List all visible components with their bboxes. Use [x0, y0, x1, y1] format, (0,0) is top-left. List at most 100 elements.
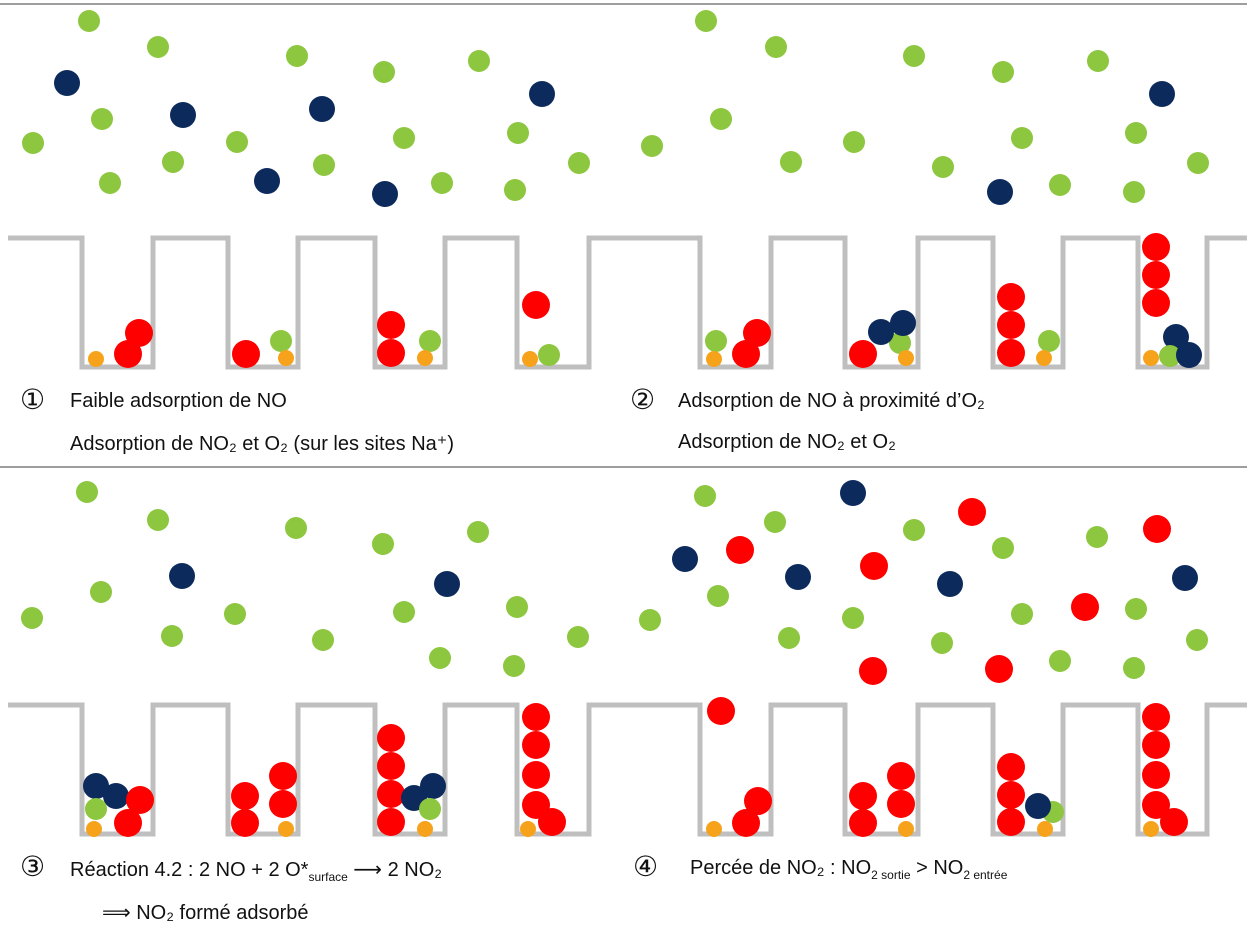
o2-molecule [467, 521, 489, 543]
panel-4-number: ④ [633, 851, 659, 882]
no2-molecule [377, 724, 405, 752]
no-molecule [840, 480, 866, 506]
na-site [417, 350, 433, 366]
na-site [898, 350, 914, 366]
no2-molecule [114, 809, 142, 837]
no2-molecule [743, 319, 771, 347]
no2-molecule [522, 703, 550, 731]
no2-molecule [860, 552, 888, 580]
o2-molecule [707, 585, 729, 607]
o2-molecule [1049, 174, 1071, 196]
panel-4-adsorbed [706, 703, 1188, 837]
na-site [278, 821, 294, 837]
na-site [1037, 821, 1053, 837]
reaction-prefix: Réaction 4.2 : 2 NO + 2 O* [70, 859, 309, 881]
no2-molecule [849, 340, 877, 368]
breakthrough-sub-in: 2 entrée [963, 868, 1008, 882]
no2-molecule [1142, 289, 1170, 317]
no2-molecule [997, 283, 1025, 311]
na-site [1143, 350, 1159, 366]
panel-2-caption-line2: Adsorption de NO₂ et O₂ [678, 431, 896, 453]
no2-molecule [726, 536, 754, 564]
no2-molecule [707, 697, 735, 725]
o2-molecule [992, 537, 1014, 559]
no-molecule [169, 563, 195, 589]
no2-molecule [1143, 515, 1171, 543]
o2-molecule [226, 131, 248, 153]
no-molecule [83, 773, 109, 799]
o2-molecule [224, 603, 246, 625]
o2-molecule [1187, 152, 1209, 174]
no-molecule [103, 783, 129, 809]
panel-3-caption-line2: ⟹ NO₂ formé adsorbé [102, 902, 309, 924]
na-site [520, 821, 536, 837]
panel-2-adsorbed [705, 233, 1202, 368]
o2-molecule [1125, 598, 1147, 620]
o2-molecule [705, 330, 727, 352]
no-molecule [434, 571, 460, 597]
no2-molecule [1142, 761, 1170, 789]
no2-molecule [997, 781, 1025, 809]
no2-molecule [377, 808, 405, 836]
no2-molecule [377, 339, 405, 367]
no2-molecule [114, 340, 142, 368]
o2-molecule [99, 172, 121, 194]
o2-molecule [90, 581, 112, 603]
no2-molecule [997, 339, 1025, 367]
o2-molecule [313, 154, 335, 176]
panel-3-gas-molecules [21, 481, 589, 677]
o2-molecule [372, 533, 394, 555]
no2-molecule [125, 319, 153, 347]
no-molecule [785, 564, 811, 590]
panel-1-gas-molecules [22, 10, 590, 207]
no2-molecule [1160, 808, 1188, 836]
o2-molecule [903, 519, 925, 541]
o2-molecule [765, 36, 787, 58]
o2-molecule [373, 61, 395, 83]
o2-molecule [1086, 526, 1108, 548]
o2-molecule [903, 45, 925, 67]
no2-molecule [1142, 731, 1170, 759]
no-molecule [309, 96, 335, 122]
no-molecule [890, 310, 916, 336]
no2-molecule [887, 762, 915, 790]
no2-molecule [269, 762, 297, 790]
o2-molecule [780, 151, 802, 173]
o2-molecule [419, 330, 441, 352]
o2-molecule [842, 607, 864, 629]
no2-molecule [522, 291, 550, 319]
o2-molecule [1123, 657, 1145, 679]
o2-molecule [503, 655, 525, 677]
no-molecule [170, 102, 196, 128]
zeolite-surface-top [8, 235, 1247, 370]
na-site [278, 350, 294, 366]
o2-molecule [1038, 330, 1060, 352]
o2-molecule [507, 122, 529, 144]
no2-molecule [377, 780, 405, 808]
o2-molecule [764, 511, 786, 533]
no-molecule [1025, 793, 1051, 819]
no2-molecule [985, 655, 1013, 683]
o2-molecule [1186, 629, 1208, 651]
no2-molecule [997, 808, 1025, 836]
panel-1-caption-line2: Adsorption de NO₂ et O₂ (sur les sites N… [70, 433, 454, 455]
no-molecule [672, 546, 698, 572]
o2-molecule [91, 108, 113, 130]
no2-molecule [887, 790, 915, 818]
o2-molecule [695, 10, 717, 32]
o2-molecule [568, 152, 590, 174]
no-molecule [1149, 81, 1175, 107]
panel-1-caption-line1: Faible adsorption de NO [70, 390, 287, 412]
no-molecule [1163, 324, 1189, 350]
o2-molecule [161, 625, 183, 647]
o2-molecule [1159, 345, 1181, 367]
no-molecule [372, 181, 398, 207]
reaction-subscript: surface [308, 870, 348, 884]
no2-molecule [377, 311, 405, 339]
o2-molecule [270, 330, 292, 352]
o2-molecule [1011, 127, 1033, 149]
o2-molecule [1011, 603, 1033, 625]
no2-molecule [1142, 233, 1170, 261]
o2-molecule [778, 627, 800, 649]
